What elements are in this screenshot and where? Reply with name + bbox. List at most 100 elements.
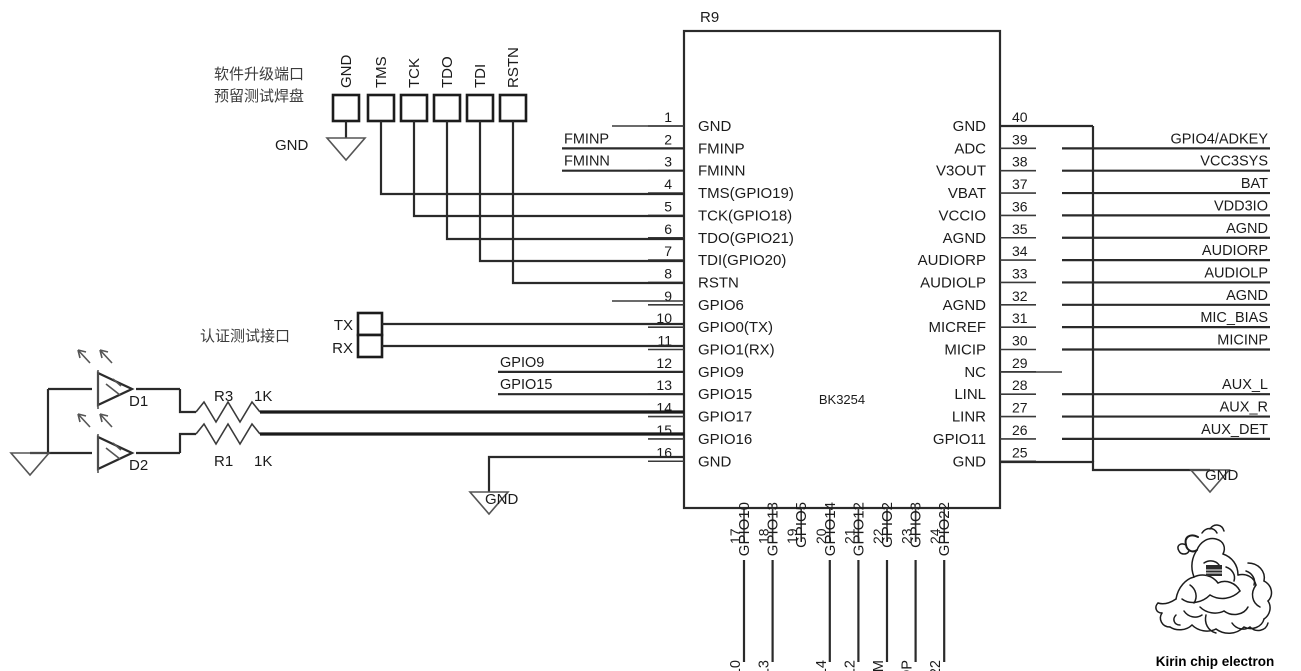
net-label-AUDIORP: AUDIORP xyxy=(1202,243,1268,259)
pin-number-26: 26 xyxy=(1012,422,1028,438)
pin-name-right-37: VBAT xyxy=(948,185,986,202)
pin-number-21: 21 xyxy=(841,528,857,544)
resistor-r1 xyxy=(178,422,684,453)
pin-name-right-26: GPIO11 xyxy=(933,431,986,448)
net-label-VCC3SYS: VCC3SYS xyxy=(1200,154,1268,170)
uart-connector[interactable] xyxy=(356,311,384,359)
net-label-GPIO9: GPIO9 xyxy=(500,355,544,371)
test-pad-label-rstn: RSTN xyxy=(505,47,522,88)
pin-number-34: 34 xyxy=(1012,243,1028,259)
wire-tdo-to-pin6 xyxy=(445,121,684,241)
net-label-AGND: AGND xyxy=(1226,221,1268,237)
resistor-r3-designator: R3 xyxy=(214,388,233,405)
pin-number-35: 35 xyxy=(1012,221,1028,237)
net-label-GPIO10: GPIO10 xyxy=(728,660,744,671)
net-label-GPIO13: GPIO13 xyxy=(757,660,773,671)
uart-caption: 认证测试接口 xyxy=(200,325,290,346)
pin-number-17: 17 xyxy=(727,528,743,544)
pin-name-bottom-24: GPIO22 xyxy=(936,502,953,556)
pin-number-3: 3 xyxy=(664,154,672,170)
ground-symbol-right xyxy=(1189,469,1231,494)
pin-name-bottom-20: GPIO14 xyxy=(822,502,839,556)
pin-name-left-8: RSTN xyxy=(698,274,739,291)
pin-number-28: 28 xyxy=(1012,377,1028,393)
pin-name-left-7: TDI(GPIO20) xyxy=(698,252,786,269)
pin-number-30: 30 xyxy=(1012,333,1028,349)
net-label-MIC_BIAS: MIC_BIAS xyxy=(1200,310,1268,326)
net-label-GPIO12: GPIO12 xyxy=(842,660,858,671)
pin-number-38: 38 xyxy=(1012,154,1028,170)
pin-name-left-9: GPIO6 xyxy=(698,297,744,314)
pin-number-29: 29 xyxy=(1012,355,1028,371)
ground-label-testpad: GND xyxy=(275,137,309,154)
test-pad-label-tms: TMS xyxy=(373,56,390,88)
wire-tms-to-pin4 xyxy=(379,121,684,196)
chip-part-number: BK3254 xyxy=(819,392,865,407)
pin-name-right-27: LINR xyxy=(952,409,986,426)
pin-name-left-13: GPIO15 xyxy=(698,386,752,403)
resistor-r3-value: 1K xyxy=(254,388,272,405)
net-label-VDD3IO: VDD3IO xyxy=(1214,198,1268,214)
test-pad-connector[interactable] xyxy=(331,93,528,123)
test-pad-caption-line1: 软件升级端口 xyxy=(214,65,305,83)
net-label-AUDIOLP: AUDIOLP xyxy=(1204,265,1268,281)
net-label-GPIO14: GPIO14 xyxy=(814,660,830,671)
uart-pin-rx[interactable] xyxy=(356,333,384,359)
test-pad-tdi[interactable] xyxy=(465,93,495,123)
ground-label-pin16: GND xyxy=(485,491,519,508)
pin-number-37: 37 xyxy=(1012,176,1028,192)
pin-number-20: 20 xyxy=(813,528,829,544)
uart-pin-tx[interactable] xyxy=(356,311,384,337)
test-pad-tck[interactable] xyxy=(399,93,429,123)
pin-name-right-40: GND xyxy=(953,118,987,135)
pin-name-bottom-23: GPIO3 xyxy=(908,502,925,548)
ground-symbol-pin16 xyxy=(468,491,510,516)
right-pin-group: 40GND39ADC38V3OUT37VBAT36VCCIO35AGND34AU… xyxy=(918,109,1036,470)
pin-number-31: 31 xyxy=(1012,310,1028,326)
test-pad-caption-line2: 预留测试焊盘 xyxy=(214,86,305,105)
pin-number-39: 39 xyxy=(1012,131,1028,147)
ground-symbol-led xyxy=(9,452,51,477)
test-pad-label-tdi: TDI xyxy=(472,64,489,88)
pin-name-left-12: GPIO9 xyxy=(698,364,744,381)
uart-label-rx: RX xyxy=(332,340,353,357)
pin-name-right-25: GND xyxy=(953,453,987,470)
pin-name-right-31: MICREF xyxy=(929,319,987,336)
pin-number-24: 24 xyxy=(927,528,943,544)
chip-designator: R9 xyxy=(700,9,719,26)
pin25-gnd-wire xyxy=(1000,460,1210,472)
net-label-BAT: BAT xyxy=(1241,176,1268,192)
pin-name-left-5: TCK(GPIO18) xyxy=(698,207,792,224)
pin-number-22: 22 xyxy=(870,528,886,544)
test-pad-tdo[interactable] xyxy=(432,93,462,123)
pin-number-5: 5 xyxy=(664,198,672,214)
pin16-gnd-wire xyxy=(487,455,684,492)
net-label-FMINP: FMINP xyxy=(564,131,609,147)
led-d1-designator: D1 xyxy=(129,393,148,410)
pin-number-18: 18 xyxy=(756,528,772,544)
pin-name-left-15: GPIO16 xyxy=(698,431,752,448)
pin-number-13: 13 xyxy=(656,377,672,393)
wire-tdi-to-pin7 xyxy=(478,121,684,263)
net-label-MICINP: MICINP xyxy=(1217,333,1268,349)
pin-name-right-36: VCCIO xyxy=(938,207,986,224)
test-pad-tms[interactable] xyxy=(366,93,396,123)
test-pad-rstn[interactable] xyxy=(498,93,528,123)
pin-number-36: 36 xyxy=(1012,198,1028,214)
pin-name-right-30: MICIP xyxy=(944,342,986,359)
pin-name-bottom-21: GPIO12 xyxy=(850,502,867,556)
chip-outline xyxy=(682,29,1002,510)
pin-number-8: 8 xyxy=(664,265,672,281)
pin-name-left-11: GPIO1(RX) xyxy=(698,342,775,359)
net-label-FMINN: FMINN xyxy=(564,154,610,170)
pin-number-23: 23 xyxy=(899,528,915,544)
net-label-USBDP: USBDP xyxy=(900,660,916,671)
pin-name-left-3: FMINN xyxy=(698,163,746,180)
pin-name-left-1: GND xyxy=(698,118,732,135)
led-d2 xyxy=(48,413,180,473)
pin-name-right-35: AGND xyxy=(943,230,987,247)
pin-name-right-29: NC xyxy=(964,364,986,381)
ground-label-right: GND xyxy=(1205,467,1239,484)
